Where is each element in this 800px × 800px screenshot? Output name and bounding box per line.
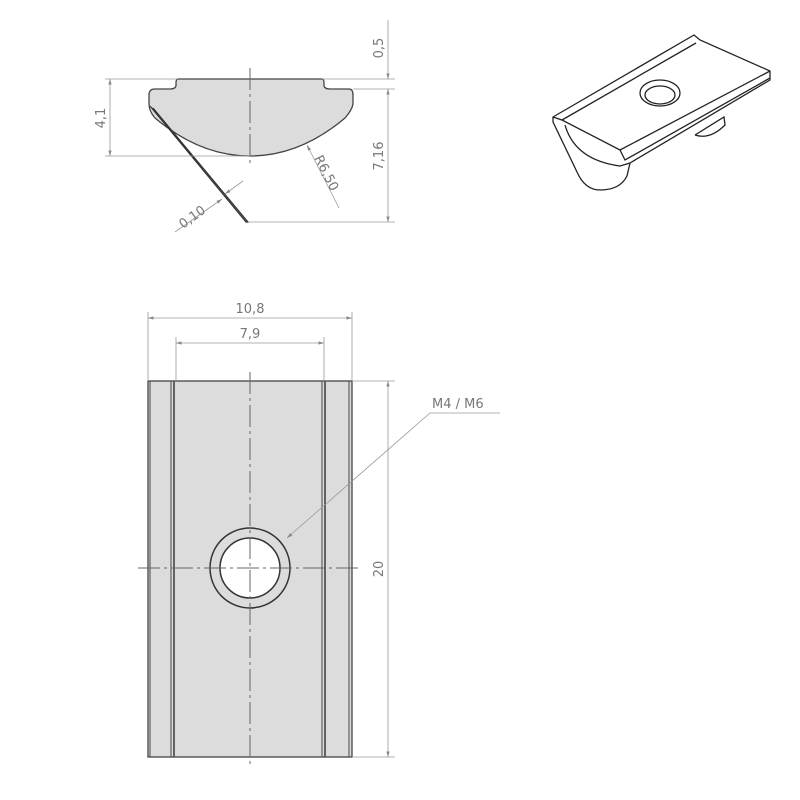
dim-tab-thickness-label: 0,10 [177, 203, 209, 232]
dim-length-label: 20 [372, 561, 387, 578]
dim-top-offset-label: 0,5 [372, 38, 387, 59]
spring-tab [149, 105, 250, 223]
section-view: 4,1 0,5 7,16 R6,50 0,10 [94, 20, 395, 233]
dim-radius-label: R6,50 [310, 153, 341, 194]
dim-height-label: 4,1 [94, 108, 109, 129]
section-profile [148, 78, 354, 157]
isometric-view [552, 34, 771, 191]
plan-view: 10,8 7,9 20 M4 / M6 [138, 302, 500, 768]
dim-width-inner-label: 7,9 [240, 327, 261, 342]
dim-width-outer-label: 10,8 [236, 302, 265, 317]
thread-callout-label: M4 / M6 [432, 397, 484, 412]
dim-total-height-label: 7,16 [372, 142, 387, 171]
